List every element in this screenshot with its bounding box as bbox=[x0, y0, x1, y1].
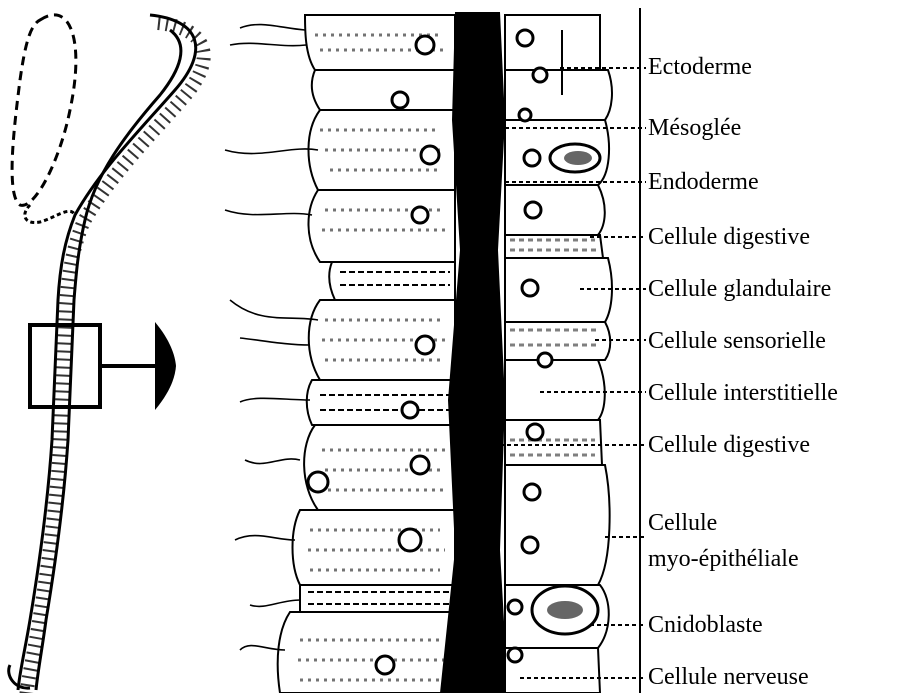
label-cellule-nerveuse: Cellule nerveuse bbox=[648, 664, 809, 690]
label-mesoglee: Mésoglée bbox=[648, 115, 741, 141]
organism-overview bbox=[9, 15, 204, 693]
cnidocyte-capsule-inner-top bbox=[564, 151, 592, 165]
label-cellule-myo-line2: myo-épithéliale bbox=[648, 543, 799, 575]
label-cnidoblaste: Cnidoblaste bbox=[648, 612, 763, 638]
label-cellule-sensorielle: Cellule sensorielle bbox=[648, 328, 826, 354]
label-cellule-glandulaire: Cellule glandulaire bbox=[648, 276, 831, 302]
label-endoderme: Endoderme bbox=[648, 169, 759, 195]
label-cellule-digestive-1: Cellule digestive bbox=[648, 224, 810, 250]
zoom-arrow-head bbox=[155, 322, 176, 410]
label-cellule-interstitielle: Cellule interstitielle bbox=[648, 380, 838, 406]
organism-dashed-loop bbox=[12, 15, 76, 205]
label-cellule-digestive-2: Cellule digestive bbox=[648, 432, 810, 458]
zoom-box bbox=[30, 325, 100, 407]
cnidoblast-inner bbox=[547, 601, 583, 619]
label-ectoderme: Ectoderme bbox=[648, 54, 752, 80]
label-cellule-myo-line1: Cellule bbox=[648, 507, 717, 539]
organism-top-curve bbox=[25, 205, 75, 223]
cell-section bbox=[225, 12, 612, 693]
organism-cell-pattern bbox=[26, 23, 204, 693]
